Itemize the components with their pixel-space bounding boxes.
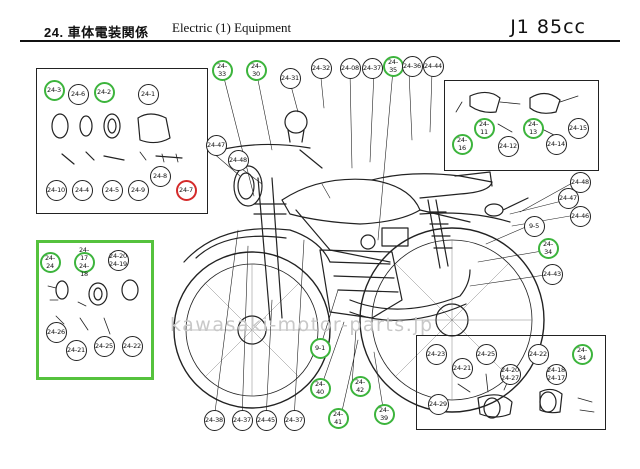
part-callout-24-24[interactable]: 24-24: [39, 251, 61, 273]
part-callout-24-17[interactable]: 24-17 24-18: [73, 246, 95, 278]
part-callout-24-08[interactable]: 24-08: [339, 57, 361, 79]
part-callout-24-1[interactable]: 24-1: [137, 83, 159, 105]
part-callout-24-37b[interactable]: 24-37: [231, 409, 253, 431]
part-callout-24-21[interactable]: 24-21: [65, 339, 87, 361]
part-callout-24-48a[interactable]: 24-48: [227, 149, 249, 171]
inset-taillamp-parts: [444, 80, 599, 171]
part-callout-24-25r[interactable]: 24-25: [475, 343, 497, 365]
part-callout-24-22[interactable]: 24-22: [121, 335, 143, 357]
part-callout-24-9[interactable]: 24-9: [127, 179, 149, 201]
part-callout-24-45[interactable]: 24-45: [255, 409, 277, 431]
page-title: Electric (1) Equipment: [172, 20, 292, 35]
part-callout-24-11[interactable]: 24-11: [473, 117, 495, 139]
part-callout-24-39[interactable]: 24-39: [373, 403, 395, 425]
part-callout-24-43[interactable]: 24-43: [541, 263, 563, 285]
part-callout-24-41[interactable]: 24-41: [327, 407, 349, 429]
part-callout-24-33[interactable]: 24-33: [211, 59, 233, 81]
part-callout-24-34a[interactable]: 24-34: [537, 237, 559, 259]
part-callout-24-25[interactable]: 24-25: [93, 335, 115, 357]
part-callout-24-46[interactable]: 24-46: [569, 205, 591, 227]
part-callout-24-15[interactable]: 24-15: [567, 117, 589, 139]
part-callout-24-29[interactable]: 24-29: [427, 393, 449, 415]
part-callout-24-30[interactable]: 24-30: [245, 59, 267, 81]
part-callout-24-14[interactable]: 24-14: [545, 133, 567, 155]
part-callout-9-5[interactable]: 9-5: [523, 215, 545, 237]
part-callout-24-8[interactable]: 24-8: [149, 165, 171, 187]
part-callout-24-37c[interactable]: 24-37: [283, 409, 305, 431]
part-callout-24-47a[interactable]: 24-47: [205, 134, 227, 156]
part-callout-24-3[interactable]: 24-3: [43, 79, 65, 101]
part-callout-9-1[interactable]: 9-1: [309, 337, 331, 359]
inset-rear-signal-parts: [416, 335, 606, 430]
part-callout-24-35[interactable]: 24-35: [382, 55, 404, 77]
part-callout-24-23r[interactable]: 24-23: [425, 343, 447, 365]
part-callout-24-18r[interactable]: 24-18 24-17: [545, 363, 567, 385]
part-callout-24-12[interactable]: 24-12: [497, 135, 519, 157]
part-callout-24-21r[interactable]: 24-21: [451, 357, 473, 379]
section-number-title: 24. 車体電装関係: [44, 25, 149, 40]
part-callout-24-36[interactable]: 24-36: [401, 55, 423, 77]
part-callout-24-44[interactable]: 24-44: [422, 55, 444, 77]
part-callout-24-22r[interactable]: 24-22: [527, 343, 549, 365]
part-callout-24-20r[interactable]: 24-20 24-27: [499, 363, 521, 385]
part-callout-24-4[interactable]: 24-4: [71, 179, 93, 201]
part-callout-24-20[interactable]: 24-20 24-19: [107, 249, 129, 271]
part-callout-24-26[interactable]: 24-26: [45, 321, 67, 343]
part-callout-24-40[interactable]: 24-40: [309, 377, 331, 399]
part-callout-24-2[interactable]: 24-2: [93, 81, 115, 103]
part-callout-24-13[interactable]: 24-13: [522, 117, 544, 139]
part-callout-24-38[interactable]: 24-38: [203, 409, 225, 431]
part-callout-24-5[interactable]: 24-5: [101, 179, 123, 201]
part-callout-24-34b[interactable]: 24-34: [571, 343, 593, 365]
watermark: kawasaki-motor-parts.jp: [170, 314, 434, 336]
part-callout-24-42[interactable]: 24-42: [349, 375, 371, 397]
part-callout-24-7[interactable]: 24-7: [175, 179, 197, 201]
model-name: J1 85cc: [510, 16, 586, 38]
part-callout-24-31[interactable]: 24-31: [279, 67, 301, 89]
part-callout-24-16[interactable]: 24-16: [451, 133, 473, 155]
part-callout-24-48b[interactable]: 24-48: [569, 171, 591, 193]
inset-front-signal-parts: [36, 240, 154, 380]
part-callout-24-47b[interactable]: 24-47: [557, 187, 579, 209]
part-callout-24-10[interactable]: 24-10: [45, 179, 67, 201]
part-callout-24-6[interactable]: 24-6: [67, 83, 89, 105]
part-callout-24-37a[interactable]: 24-37: [361, 57, 383, 79]
part-callout-24-32[interactable]: 24-32: [310, 57, 332, 79]
header-rule: [20, 40, 620, 42]
